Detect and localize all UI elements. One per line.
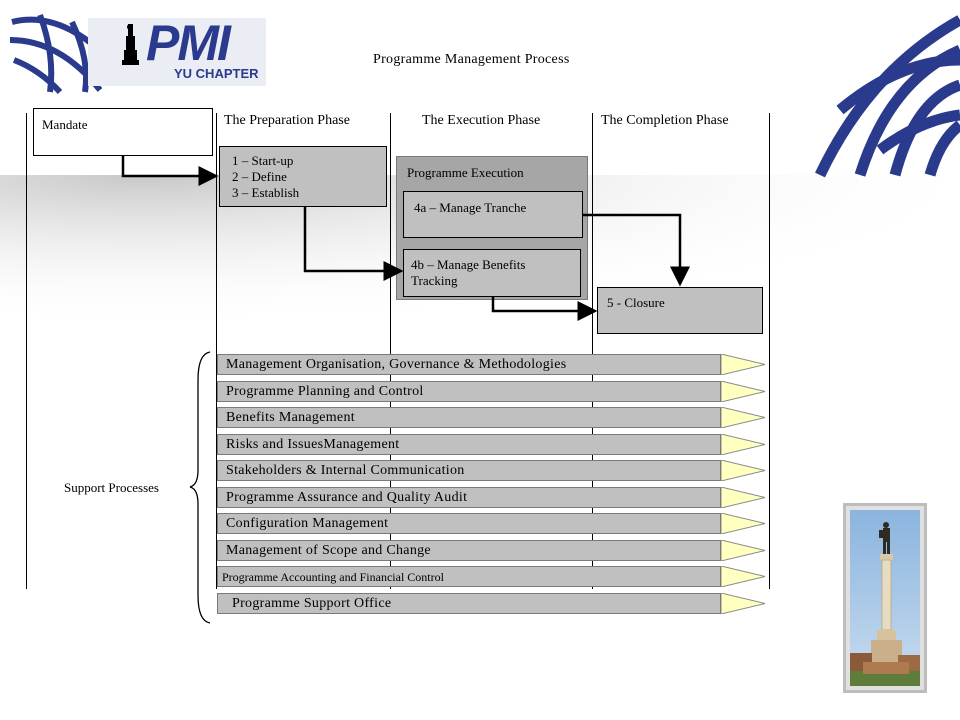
support-bar-assurance: Programme Assurance and Quality Audit [217, 487, 721, 508]
arrow-tip-icon [721, 381, 765, 402]
support-bar-planning: Programme Planning and Control [217, 381, 721, 402]
arrow-tip-icon [721, 434, 765, 455]
arrow-tip-icon [721, 354, 765, 375]
closure-box: 5 - Closure [597, 287, 763, 334]
arrow-tranche-to-closure [583, 213, 690, 287]
arrow-prep-to-execution [303, 207, 404, 281]
support-bar-scope: Management of Scope and Change [217, 540, 721, 561]
manage-benefits-box: 4b – Manage Benefits Tracking [403, 249, 581, 297]
manage-benefits-label-1: 4b – Manage Benefits [411, 257, 526, 272]
step-define: 2 – Define [232, 169, 287, 184]
arrow-tip-icon [721, 593, 765, 614]
mandate-box: Mandate [33, 108, 213, 156]
arrow-tip-icon [721, 513, 765, 534]
preparation-steps-box: 1 – Start-up 2 – Define 3 – Establish [219, 146, 387, 207]
arrow-tip-icon [721, 407, 765, 428]
step-startup: 1 – Start-up [232, 153, 294, 168]
arrow-tip-icon [721, 460, 765, 481]
phase-divider [592, 113, 593, 589]
phase-divider [769, 113, 770, 589]
pmi-logo: PMI YU CHAPTER [88, 15, 266, 86]
logo-main-text: PMI [146, 15, 231, 71]
support-bar-configuration: Configuration Management [217, 513, 721, 534]
support-processes-label: Support Processes [64, 480, 159, 495]
step-establish: 3 – Establish [232, 185, 300, 200]
phase-divider [216, 113, 217, 589]
support-bar-governance: Management Organisation, Governance & Me… [217, 354, 721, 375]
statue-logo-icon [88, 18, 266, 86]
support-brace-icon [189, 351, 211, 624]
arrow-tip-icon [721, 487, 765, 508]
phase-header-execution: The Execution Phase [422, 113, 541, 128]
arrow-tip-icon [721, 540, 765, 561]
support-bar-risks: Risks and IssuesManagement [217, 434, 721, 455]
arrow-tip-icon [721, 566, 765, 587]
support-bar-benefits: Benefits Management [217, 407, 721, 428]
manage-tranche-box: 4a – Manage Tranche [403, 191, 583, 238]
phase-divider [390, 113, 391, 589]
victor-statue-photo [843, 503, 927, 693]
support-bar-stakeholders: Stakeholders & Internal Communication [217, 460, 721, 481]
support-bar-accounting: Programme Accounting and Financial Contr… [217, 566, 721, 587]
phase-header-preparation: The Preparation Phase [224, 113, 350, 128]
support-bar-support-office: Programme Support Office [217, 593, 721, 614]
phase-divider [26, 113, 27, 589]
globe-topright-icon [815, 15, 960, 178]
manage-benefits-label-2: Tracking [411, 273, 458, 288]
mandate-label: Mandate [42, 117, 88, 132]
phase-header-completion: The Completion Phase [601, 113, 729, 128]
arrow-mandate-to-prep [121, 156, 219, 186]
logo-sub-text: YU CHAPTER [174, 66, 259, 81]
page-title: Programme Management Process [373, 52, 570, 67]
programme-execution-title: Programme Execution [407, 165, 524, 180]
closure-label: 5 - Closure [607, 295, 665, 310]
arrow-benefits-to-closure [491, 297, 598, 321]
manage-tranche-label: 4a – Manage Tranche [414, 200, 527, 215]
